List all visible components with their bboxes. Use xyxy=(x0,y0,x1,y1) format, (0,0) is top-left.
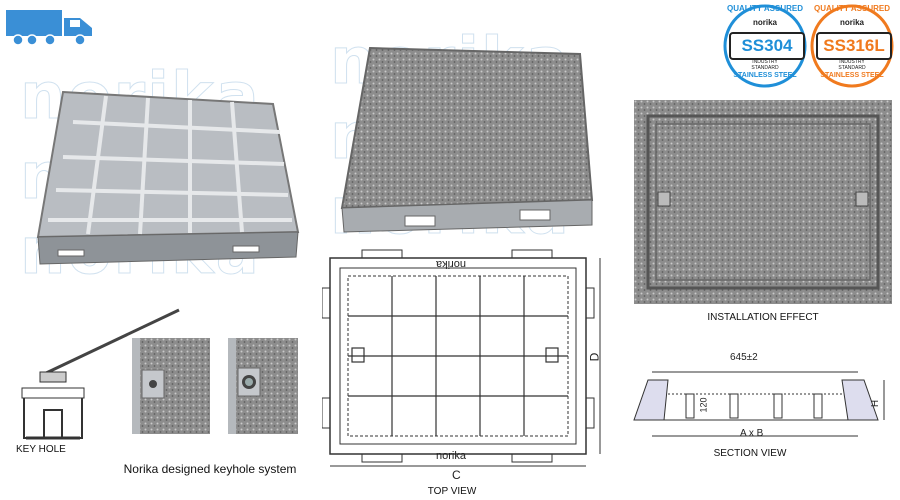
top-view-brand-flipped: norika xyxy=(436,258,466,270)
keyhole-photo-closed xyxy=(132,338,210,434)
badge-bottom-text: STAINLESS STEEL xyxy=(733,72,797,79)
top-view-drawing xyxy=(322,249,601,467)
badge-ring xyxy=(723,4,807,88)
section-width: 645±2 xyxy=(730,352,758,363)
badge-ring xyxy=(810,4,894,88)
section-view-drawing xyxy=(633,371,885,437)
dimension-c: C xyxy=(452,468,461,482)
installation-effect-photo xyxy=(634,100,892,304)
section-depth: 120 xyxy=(698,397,709,413)
section-view-caption: SECTION VIEW xyxy=(713,448,787,459)
badge-bottom-text: STAINLESS STEEL xyxy=(820,72,884,79)
key-hole-label: KEY HOLE xyxy=(16,444,66,455)
keyhole-system-caption: Norika designed keyhole system xyxy=(123,462,297,476)
keyhole-photo-open xyxy=(228,338,298,434)
badge-brand: norika xyxy=(839,18,864,27)
top-view-brand: norika xyxy=(436,450,466,462)
badge-brand: norika xyxy=(752,18,777,27)
grid-tray-photo xyxy=(36,90,300,265)
key-hole-drawing xyxy=(21,308,180,440)
truck-icon xyxy=(6,10,92,46)
installation-caption: INSTALLATION EFFECT xyxy=(707,312,819,323)
badge-code: SS316L xyxy=(816,32,892,60)
section-height: H xyxy=(870,399,882,408)
granite-cover-photo xyxy=(340,46,594,233)
badge-top-text: QUALITY ASSURED xyxy=(813,4,890,13)
section-ab: A x B xyxy=(740,428,764,439)
dimension-d: D xyxy=(587,352,602,362)
badge-top-text: QUALITY ASSURED xyxy=(726,4,803,13)
badge-code: SS304 xyxy=(729,32,805,60)
top-view-caption: TOP VIEW xyxy=(427,486,477,497)
